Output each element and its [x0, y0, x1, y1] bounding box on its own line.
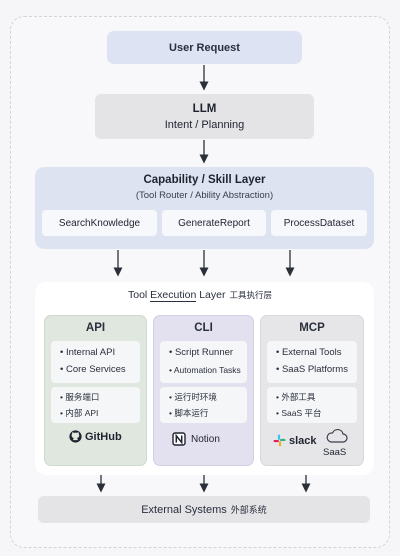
cli-item-cn-2: • 脚本运行 — [169, 408, 209, 418]
cloud-icon — [326, 428, 348, 443]
cli-card-cn: • 运行时环境 • 脚本运行 — [160, 387, 247, 423]
cli-item-1: • Script Runner — [169, 347, 234, 358]
notion-logo: Notion — [172, 432, 220, 446]
chip-process-dataset: ProcessDataset — [271, 210, 367, 236]
capability-title: Capability / Skill Layer — [143, 174, 266, 186]
api-card-cn: • 服务端口 • 内部 API — [51, 387, 140, 423]
execution-title-cn: 工具执行层 — [229, 290, 272, 300]
api-card-en: • Internal API • Core Services — [51, 341, 140, 383]
api-item-cn-2: • 内部 API — [60, 408, 99, 418]
user-request-box: User Request — [107, 31, 302, 64]
mcp-item-cn-2: • SaaS 平台 — [276, 408, 322, 418]
slack-logo: slack — [273, 434, 317, 447]
notion-icon — [172, 432, 186, 446]
user-request-label: User Request — [169, 41, 240, 54]
llm-box: LLM Intent / Planning — [95, 94, 314, 139]
chip-generate-report: GenerateReport — [162, 210, 266, 236]
cli-item-cn-1: • 运行时环境 — [169, 392, 217, 402]
chip-search-knowledge: SearchKnowledge — [42, 210, 157, 236]
mcp-item-1: • External Tools — [276, 347, 342, 358]
api-column: API • Internal API • Core Services • 服务端… — [44, 315, 147, 466]
mcp-card-en: • External Tools • SaaS Platforms — [267, 341, 357, 383]
mcp-card-cn: • 外部工具 • SaaS 平台 — [267, 387, 357, 423]
cli-column: CLI • Script Runner • Automation Tasks •… — [153, 315, 254, 466]
saas-label: SaaS — [323, 447, 347, 458]
execution-title-post: Layer — [196, 289, 226, 301]
mcp-title: MCP — [299, 322, 325, 334]
execution-title-pre: Tool — [127, 289, 151, 301]
slack-label: slack — [289, 434, 317, 447]
notion-label: Notion — [191, 433, 220, 445]
llm-subtitle: Intent / Planning — [164, 118, 245, 131]
github-icon — [69, 430, 82, 443]
mcp-item-cn-1: • 外部工具 — [276, 392, 316, 402]
cli-item-2: • Automation Tasks — [169, 365, 241, 375]
external-label: External Systems — [141, 503, 227, 516]
slack-icon — [273, 434, 286, 447]
api-item-cn-1: • 服务端口 — [60, 392, 100, 402]
api-item-1: • Internal API — [60, 347, 116, 358]
mcp-item-2: • SaaS Platforms — [276, 364, 348, 375]
github-logo: GitHub — [69, 430, 122, 443]
cli-card-en: • Script Runner • Automation Tasks — [160, 341, 247, 383]
capability-subtitle: (Tool Router / Ability Abstraction) — [135, 190, 274, 201]
api-title: API — [85, 322, 106, 334]
llm-title: LLM — [192, 102, 217, 115]
cli-title: CLI — [194, 322, 213, 334]
mcp-column: MCP • External Tools • SaaS Platforms • … — [260, 315, 364, 466]
external-label-cn: 外部系统 — [230, 505, 267, 515]
github-label: GitHub — [85, 430, 122, 443]
api-item-2: • Core Services — [60, 364, 126, 375]
execution-title-underlined: Execution — [150, 289, 197, 302]
capability-layer: Capability / Skill Layer (Tool Router / … — [35, 167, 374, 249]
